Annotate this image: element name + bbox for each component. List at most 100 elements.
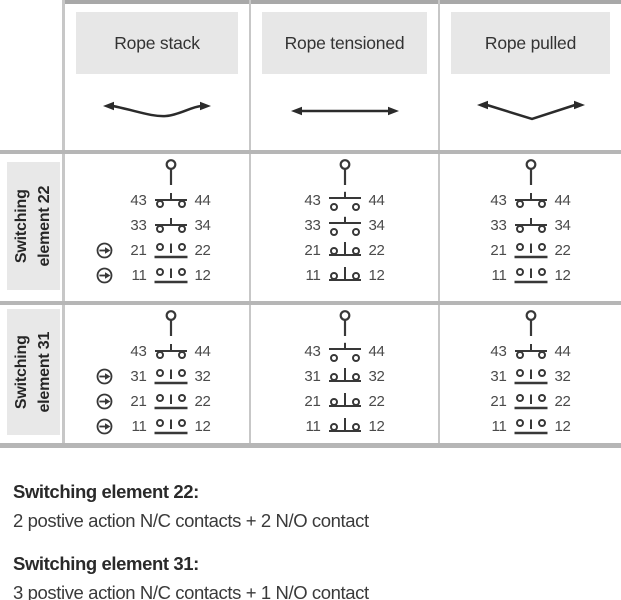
terminal-number-right: 44 xyxy=(554,343,571,360)
no-closed-contact-icon xyxy=(154,343,187,359)
contact-row: 33 34 xyxy=(96,213,219,238)
nc-open-contact-icon xyxy=(154,418,187,434)
terminal-number-right: 32 xyxy=(368,368,385,385)
grid-line-vertical-3 xyxy=(438,0,440,443)
actuator-row xyxy=(297,309,393,339)
positive-opening-slot xyxy=(96,267,113,284)
terminal-number-left: 21 xyxy=(130,393,147,410)
positive-opening-slot xyxy=(96,418,113,435)
positive-opening-icon xyxy=(96,418,112,435)
terminal-number-right: 12 xyxy=(368,418,385,435)
terminal-number-right: 12 xyxy=(554,418,571,435)
note-switching-element-31: Switching element 31: 3 postive action N… xyxy=(13,553,369,600)
terminal-number-right: 44 xyxy=(194,343,211,360)
terminal-number-right: 44 xyxy=(554,192,571,209)
nc-open-contact-icon xyxy=(514,393,547,409)
grid-line-vertical-1 xyxy=(62,0,65,443)
positive-opening-icon xyxy=(96,368,112,385)
actuator-plunger-icon xyxy=(165,159,176,185)
terminal-number-left: 11 xyxy=(305,418,321,435)
nc-open-contact-icon xyxy=(154,267,187,283)
note-title: Switching element 22: xyxy=(13,481,199,502)
actuator-plunger-icon xyxy=(165,310,176,336)
positive-opening-icon xyxy=(96,242,112,259)
terminal-number-left: 33 xyxy=(130,217,147,234)
terminal-number-left: 33 xyxy=(490,217,507,234)
terminal-number-right: 12 xyxy=(194,267,211,284)
terminal-number-left: 11 xyxy=(131,418,147,435)
no-closed-contact-icon xyxy=(154,217,187,233)
column-header-label: Rope pulled xyxy=(451,12,610,74)
terminal-number-left: 31 xyxy=(304,368,321,385)
row-header-switching-element-31: Switching element 31 xyxy=(7,309,60,435)
no-closed-contact-icon xyxy=(514,192,547,208)
terminal-number-left: 11 xyxy=(131,267,147,284)
terminal-number-left: 43 xyxy=(130,192,147,209)
terminal-number-right: 22 xyxy=(554,393,571,410)
terminal-number-right: 44 xyxy=(194,192,211,209)
terminal-number-right: 12 xyxy=(554,267,571,284)
note-body: 3 postive action N/C contacts + 1 N/O co… xyxy=(13,582,369,600)
terminal-number-right: 22 xyxy=(368,393,385,410)
note-title: Switching element 31: xyxy=(13,553,199,574)
rope-pulled-shape xyxy=(476,100,585,121)
positive-opening-slot xyxy=(96,368,113,385)
note-body: 2 postive action N/C contacts + 2 N/O co… xyxy=(13,510,369,531)
terminal-number-left: 11 xyxy=(491,267,507,284)
nc-open-contact-icon xyxy=(154,393,187,409)
nc-open-contact-icon xyxy=(514,267,547,283)
terminal-number-right: 12 xyxy=(368,267,385,284)
terminal-number-right: 34 xyxy=(194,217,211,234)
contact-row: 43 44 xyxy=(483,188,579,213)
contact-row: 43 44 xyxy=(483,339,579,364)
terminal-number-left: 11 xyxy=(305,267,321,284)
column-header-label: Rope tensioned xyxy=(262,12,427,74)
terminal-number-left: 43 xyxy=(304,192,321,209)
positive-opening-slot xyxy=(96,242,113,259)
grid-line-vertical-2 xyxy=(249,0,251,443)
actuator-row xyxy=(483,158,579,188)
column-header-rope-pulled: Rope pulled xyxy=(440,4,621,150)
actuator-row xyxy=(483,309,579,339)
positive-opening-slot xyxy=(96,393,113,410)
rope-slack-shape xyxy=(103,101,211,118)
column-header-rope-stack: Rope stack xyxy=(65,4,249,150)
terminal-number-right: 12 xyxy=(194,418,211,435)
terminal-number-left: 43 xyxy=(490,192,507,209)
terminal-number-left: 43 xyxy=(490,343,507,360)
nc-open-contact-icon xyxy=(154,368,187,384)
terminal-number-left: 31 xyxy=(130,368,147,385)
nc-open-contact-icon xyxy=(514,368,547,384)
terminal-number-left: 11 xyxy=(491,418,507,435)
actuator-plunger-icon xyxy=(339,310,350,336)
nc-closed-contact-icon xyxy=(328,367,361,382)
terminal-number-left: 21 xyxy=(130,242,147,259)
nc-open-contact-icon xyxy=(514,242,547,258)
terminal-number-left: 31 xyxy=(490,368,507,385)
contact-row: 43 44 xyxy=(96,188,219,213)
contact-row: 11 12 xyxy=(483,263,579,288)
terminal-number-right: 32 xyxy=(194,368,211,385)
table-top-border xyxy=(62,0,621,4)
rope-pulled-icon xyxy=(476,74,586,150)
rope-tensioned-icon xyxy=(290,74,400,150)
contact-row: 31 32 xyxy=(96,364,219,389)
no-closed-contact-icon xyxy=(154,192,187,208)
actuator-plunger-icon xyxy=(525,159,536,185)
contact-notes: Switching element 22: 2 postive action N… xyxy=(13,481,369,600)
terminal-number-right: 44 xyxy=(368,343,385,360)
